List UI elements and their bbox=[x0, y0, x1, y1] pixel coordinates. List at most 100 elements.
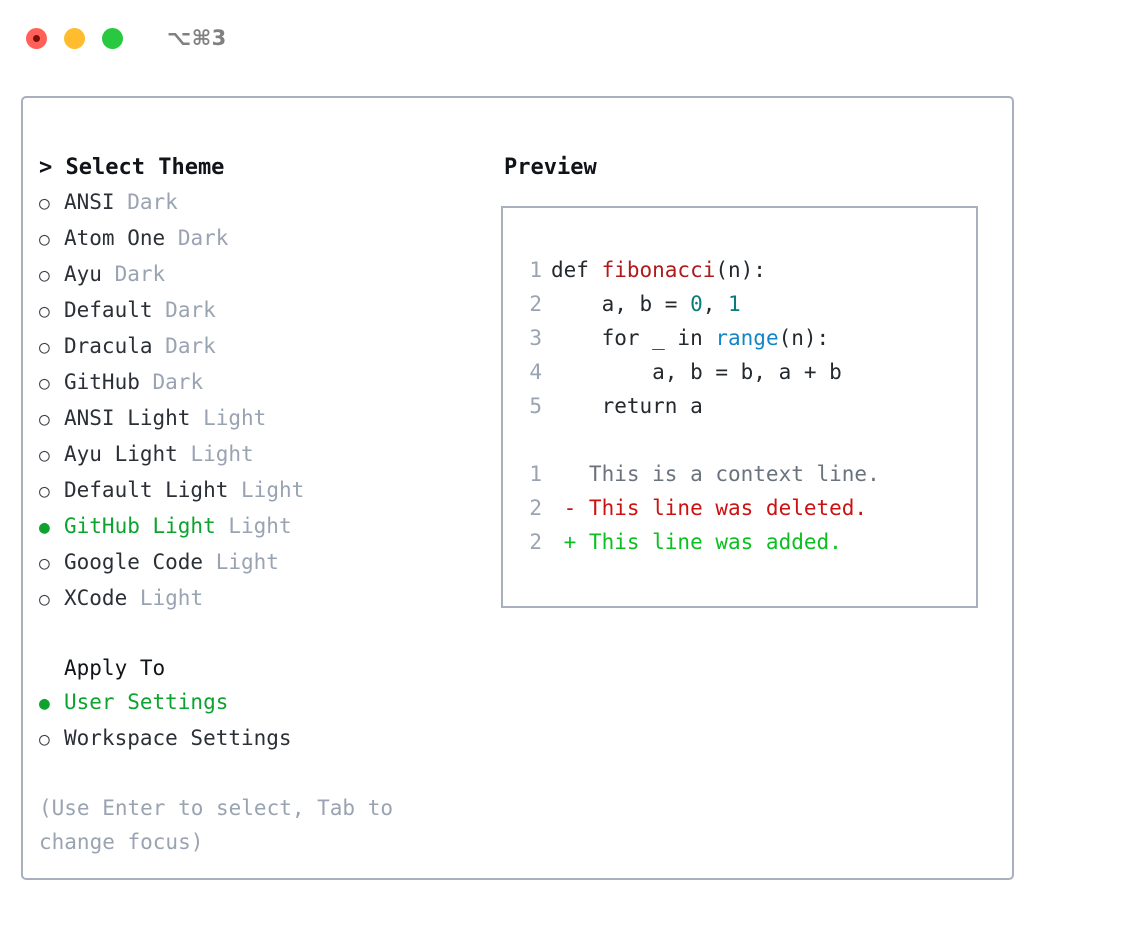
theme-variant-badge: Dark bbox=[177, 226, 229, 250]
theme-option-ayu[interactable]: ○Ayu Dark bbox=[39, 257, 501, 293]
diff-line: 1 This is a context line. bbox=[503, 457, 976, 491]
code-line: 4 a, b = b, a + b bbox=[503, 355, 976, 389]
window-controls bbox=[26, 27, 123, 49]
theme-option-label: GitHub bbox=[64, 370, 140, 394]
apply-to-option-label: Workspace Settings bbox=[64, 726, 292, 750]
title-bar: ⌥⌘3 bbox=[0, 0, 1140, 76]
theme-option-atom-one[interactable]: ○ Atom One Dark bbox=[39, 221, 501, 257]
line-number: 4 bbox=[529, 360, 542, 384]
label-spacer bbox=[228, 473, 241, 507]
code-line-text: a, b = 0, 1 bbox=[551, 287, 741, 321]
theme-option-label: ANSI bbox=[64, 190, 115, 214]
theme-variant-badge: Light bbox=[139, 586, 204, 610]
radio-unselected-icon: ○ bbox=[39, 337, 50, 358]
minimize-button[interactable] bbox=[64, 27, 85, 49]
theme-option-google-code[interactable]: ○Google Code Light bbox=[39, 545, 501, 581]
radio-unselected-icon: ○ bbox=[39, 445, 50, 466]
theme-option-label: Ayu Light bbox=[64, 442, 178, 466]
label-spacer bbox=[190, 401, 203, 435]
code-line: 3 for _ in range(n): bbox=[503, 321, 976, 355]
maximize-button[interactable] bbox=[102, 27, 123, 49]
theme-option-label: Google Code bbox=[64, 550, 204, 574]
theme-option-dracula[interactable]: ○ Dracula Dark bbox=[39, 329, 501, 365]
theme-variant-badge: Light bbox=[228, 514, 292, 538]
theme-option-default-light[interactable]: ○Default Light Light bbox=[39, 473, 501, 509]
apply-to-option-workspace-settings[interactable]: ○ Workspace Settings bbox=[39, 721, 501, 757]
theme-variant-badge: Light bbox=[215, 550, 279, 574]
radio-unselected-icon: ○ bbox=[39, 301, 50, 322]
code-line-text: a, b = b, a + b bbox=[551, 355, 842, 389]
line-number: 3 bbox=[529, 326, 542, 350]
code-line-text: for _ in range(n): bbox=[551, 321, 830, 355]
line-number: 1 bbox=[529, 258, 542, 282]
theme-variant-badge: Light bbox=[241, 478, 305, 502]
radio-selected-icon: ● bbox=[39, 517, 50, 538]
section-spacer bbox=[39, 617, 501, 651]
code-token-call: range bbox=[715, 326, 779, 350]
label-spacer bbox=[153, 329, 166, 363]
code-token-num: 1 bbox=[728, 292, 741, 316]
code-token-plain: a, b = bbox=[551, 292, 691, 316]
label-spacer bbox=[165, 221, 178, 255]
theme-variant-badge: Dark bbox=[152, 370, 204, 394]
apply-to-option-label: User Settings bbox=[64, 690, 229, 714]
code-token-plain: for _ in bbox=[551, 326, 716, 350]
theme-option-default[interactable]: ○Default Dark bbox=[39, 293, 501, 329]
theme-variant-badge: Dark bbox=[114, 262, 166, 286]
radio-unselected-icon: ○ bbox=[39, 373, 50, 394]
code-token-plain: return a bbox=[551, 394, 703, 418]
code-token-func: fibonacci bbox=[601, 258, 716, 282]
select-theme-heading: > Select Theme bbox=[39, 155, 225, 180]
label-spacer bbox=[102, 257, 115, 291]
radio-unselected-icon: ○ bbox=[39, 409, 50, 430]
line-number: 5 bbox=[529, 394, 542, 418]
radio-selected-icon: ● bbox=[39, 693, 50, 714]
line-number: 2 bbox=[529, 292, 542, 316]
label-spacer bbox=[203, 545, 216, 579]
theme-option-ansi[interactable]: ○ANSI Dark bbox=[39, 185, 501, 221]
code-token-plain: def bbox=[551, 258, 602, 282]
theme-option-label: Default Light bbox=[64, 478, 229, 502]
theme-option-label: Default bbox=[64, 298, 153, 322]
theme-option-xcode[interactable]: ○XCode Light bbox=[39, 581, 501, 617]
diff-line: 2 - This line was deleted. bbox=[503, 491, 976, 525]
radio-unselected-icon: ○ bbox=[39, 729, 50, 750]
theme-option-label: Dracula bbox=[64, 334, 153, 358]
theme-option-ayu-light[interactable]: ○Ayu Light Light bbox=[39, 437, 501, 473]
theme-option-label: Atom One bbox=[64, 226, 166, 250]
label-spacer bbox=[115, 185, 128, 219]
label-spacer bbox=[127, 581, 140, 615]
diff-line-text-context: This is a context line. bbox=[551, 462, 880, 486]
code-token-plain: a, b = b, a + b bbox=[551, 360, 842, 384]
keyboard-shortcut-label: ⌥⌘3 bbox=[167, 26, 227, 50]
diff-line-text-add: + This line was added. bbox=[551, 530, 842, 554]
close-button[interactable] bbox=[26, 27, 47, 49]
label-spacer bbox=[140, 365, 153, 399]
radio-unselected-icon: ○ bbox=[39, 229, 50, 250]
theme-variant-badge: Dark bbox=[127, 190, 178, 214]
label-spacer bbox=[216, 509, 229, 543]
theme-option-label: XCode bbox=[64, 586, 128, 610]
theme-variant-badge: Dark bbox=[165, 334, 216, 358]
close-icon bbox=[33, 34, 40, 42]
theme-option-github-light[interactable]: ●GitHub Light Light bbox=[39, 509, 501, 545]
theme-picker-column: > Select Theme ○ANSI Dark○Atom One Dark○… bbox=[23, 98, 501, 878]
hint-spacer bbox=[39, 757, 501, 791]
main-panel: > Select Theme ○ANSI Dark○Atom One Dark○… bbox=[21, 96, 1014, 880]
keyboard-hint-text: (Use Enter to select, Tab to change focu… bbox=[39, 796, 394, 854]
apply-to-option-user-settings[interactable]: ● User Settings bbox=[39, 685, 501, 721]
preview-heading: Preview bbox=[504, 155, 597, 180]
line-number: 1 bbox=[529, 462, 542, 486]
theme-option-ansi-light[interactable]: ○ANSI Light Light bbox=[39, 401, 501, 437]
diff-line: 2 + This line was added. bbox=[503, 525, 976, 559]
diff-sample: 1 This is a context line.2 - This line w… bbox=[503, 457, 976, 559]
theme-option-github[interactable]: ○ GitHub Dark bbox=[39, 365, 501, 401]
label-spacer bbox=[178, 437, 191, 471]
diff-line-text-del: - This line was deleted. bbox=[551, 496, 868, 520]
line-number: 2 bbox=[529, 496, 542, 520]
code-token-num: 0 bbox=[690, 292, 703, 316]
label-spacer bbox=[153, 293, 166, 327]
